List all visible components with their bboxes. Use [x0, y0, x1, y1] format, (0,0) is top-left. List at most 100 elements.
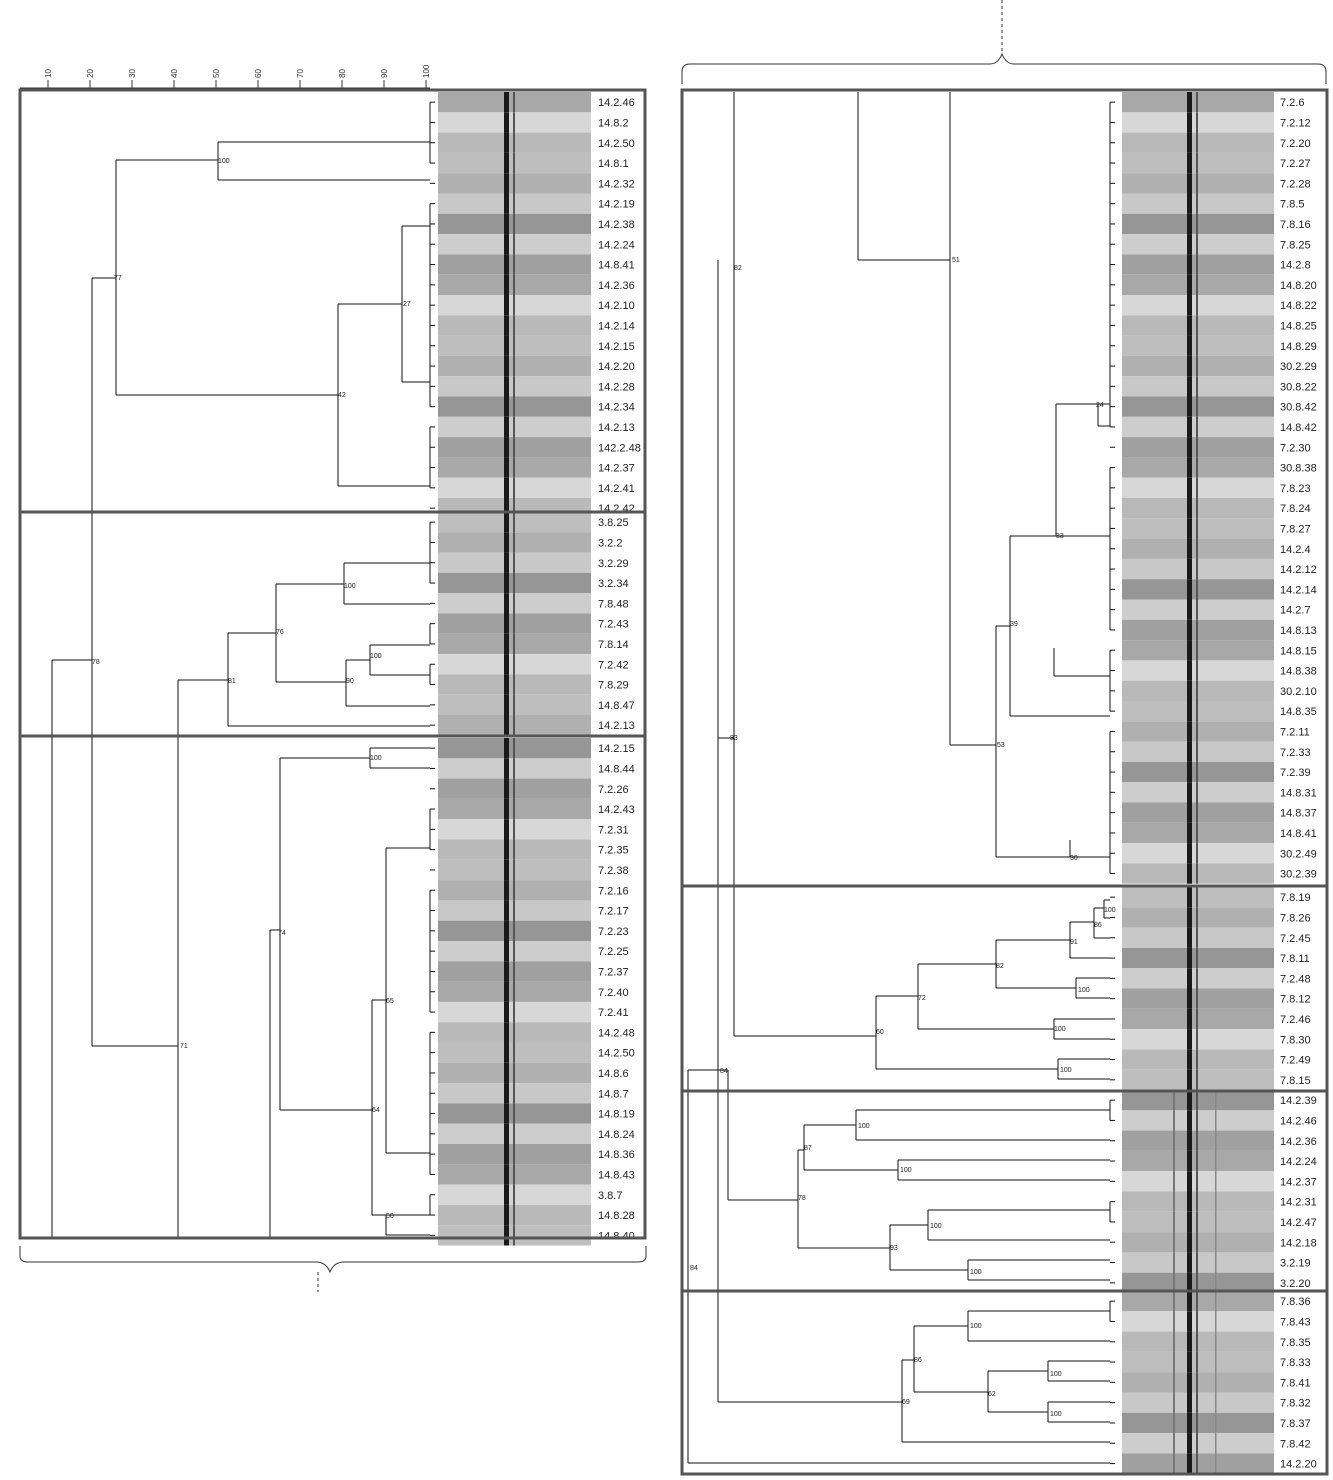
gel-band	[504, 416, 509, 438]
gel-band	[504, 880, 509, 901]
leaf-label: 7.2.49	[1280, 1055, 1311, 1067]
gel-band	[1187, 295, 1192, 316]
leaf-label: 14.2.14	[598, 320, 635, 332]
gel-band	[513, 213, 515, 235]
leaf-label: 30.2.29	[1280, 361, 1317, 373]
gel-band	[504, 193, 509, 214]
gel-band	[1196, 721, 1198, 742]
leaf-label: 7.2.20	[1280, 138, 1311, 150]
gel-band	[1196, 92, 1198, 113]
leaf-label: 14.2.20	[598, 361, 635, 373]
leaf-label: 7.8.26	[1280, 912, 1311, 924]
gel-band	[1173, 1272, 1175, 1293]
gel-band	[1196, 1150, 1198, 1172]
leaf-label: 14.8.28	[598, 1210, 635, 1222]
gel-band	[1196, 234, 1198, 255]
gel-band	[1196, 1171, 1198, 1192]
node-label: 100	[900, 1167, 912, 1174]
gel-band	[513, 613, 515, 634]
top-brace	[681, 52, 1327, 84]
gel-band	[1187, 1412, 1192, 1434]
gel-band	[504, 132, 509, 153]
leaf-label: 14.8.15	[1280, 645, 1317, 657]
node-label: 100	[1104, 907, 1116, 914]
node-label: 24	[1096, 402, 1104, 409]
gel-band	[1187, 579, 1192, 600]
gel-band	[1187, 1311, 1192, 1332]
leaf-label: 7.8.16	[1280, 219, 1311, 231]
gel-band	[513, 315, 515, 336]
node-label: 100	[930, 1223, 942, 1230]
node-label: 100	[1060, 1067, 1072, 1074]
gel-band	[504, 1123, 509, 1144]
gel-band	[1196, 927, 1198, 948]
leaf-label: 30.8.22	[1280, 381, 1317, 393]
gel-band	[513, 900, 515, 921]
node-label: 100	[970, 1323, 982, 1330]
gel-band	[504, 981, 509, 1002]
gel-band	[1215, 1453, 1217, 1474]
gel-band	[1173, 1150, 1175, 1172]
gel-band	[504, 213, 509, 235]
gel-band	[513, 532, 515, 553]
leaf-label: 14.2.36	[1280, 1136, 1317, 1148]
gel-band	[1196, 558, 1198, 580]
gel-band	[1196, 1453, 1198, 1474]
gel-band	[504, 613, 509, 634]
leaf-label: 14.2.39	[1280, 1095, 1317, 1107]
gel-band	[513, 396, 515, 417]
gel-band	[1187, 1252, 1192, 1273]
leaf-label: 14.2.38	[598, 219, 635, 231]
gel-band	[1187, 92, 1192, 113]
gel-band	[1173, 1372, 1175, 1393]
gel-band	[1215, 1272, 1217, 1293]
gel-band	[1173, 1252, 1175, 1273]
leaf-label: 14.2.13	[598, 720, 635, 732]
gel-band	[1187, 968, 1192, 989]
gel-band	[1215, 1171, 1217, 1192]
gel-band	[1187, 234, 1192, 255]
gel-band	[1187, 1090, 1192, 1111]
gel-band	[1196, 396, 1198, 417]
scale-label: 10	[44, 69, 53, 78]
gel-band	[513, 819, 515, 840]
leaf-label: 14.2.4	[1280, 544, 1311, 556]
scale-label: 60	[254, 69, 263, 78]
leaf-label: 14.2.46	[598, 97, 635, 109]
gel-band	[1187, 619, 1192, 641]
leaf-label: 14.8.2	[598, 117, 629, 129]
gel-band	[1187, 1110, 1192, 1131]
gel-band	[1196, 1232, 1198, 1253]
leaf-label: 7.8.11	[1280, 953, 1310, 965]
gel-band	[513, 941, 515, 962]
gel-band	[513, 498, 515, 519]
gel-band	[1196, 640, 1198, 661]
leaf-label: 7.2.16	[598, 885, 629, 897]
node-label: 84	[690, 1265, 698, 1272]
gel-band	[504, 859, 509, 881]
node-label: 100	[370, 653, 382, 660]
gel-band	[504, 532, 509, 553]
gel-band	[1187, 1392, 1192, 1413]
scale-label: 70	[296, 69, 305, 78]
scale-label: 40	[170, 69, 179, 78]
gel-band	[504, 798, 509, 820]
gel-band	[504, 1103, 509, 1124]
gel-band	[513, 132, 515, 153]
gel-band	[504, 1042, 509, 1063]
leaf-label: 7.8.19	[1280, 892, 1311, 904]
leaf-label: 7.2.42	[598, 659, 629, 671]
gel-band	[1173, 1331, 1175, 1352]
gel-band	[513, 335, 515, 356]
gel-band	[1196, 907, 1198, 928]
gel-band	[1215, 1412, 1217, 1434]
node-label: 100	[370, 755, 382, 762]
leaf-label: 14.2.13	[598, 422, 635, 434]
leaf-label: 7.2.12	[1280, 117, 1311, 129]
gel-band	[513, 1164, 515, 1185]
gel-band	[1187, 988, 1192, 1009]
gel-band	[504, 1184, 509, 1205]
gel-band	[1196, 112, 1198, 133]
gel-band	[504, 315, 509, 336]
scale-label: 100	[422, 64, 431, 78]
